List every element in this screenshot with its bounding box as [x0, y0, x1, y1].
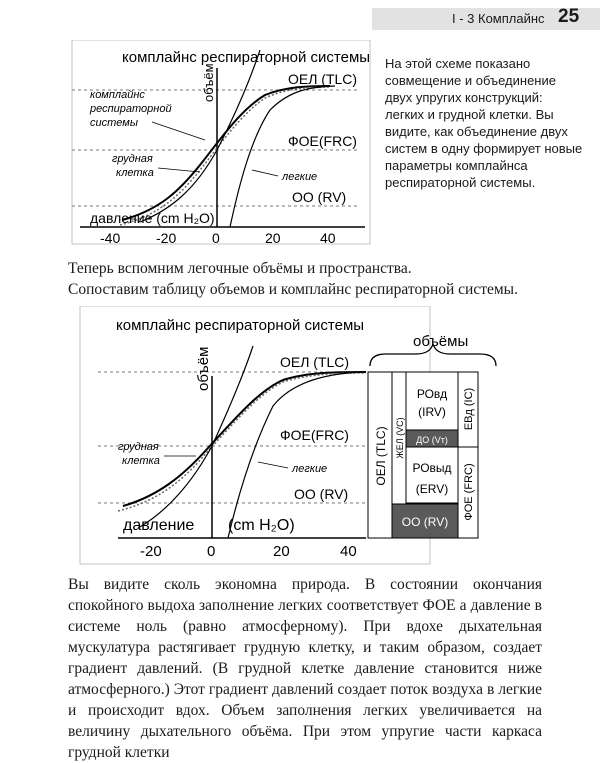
erv-label-1: РОвыд [412, 461, 451, 475]
erv-cell [405, 446, 459, 504]
rv-label-2: ОО (RV) [294, 486, 348, 502]
compliance-chart-small: комплайнс респираторной системы объём ОЕ… [71, 40, 371, 246]
chest-curve-label-1: грудная [112, 153, 153, 165]
system-curve-dotted [119, 86, 331, 226]
chest-wall-curve [139, 49, 261, 223]
figure2-x-label-a: давление [123, 517, 194, 534]
system-curve-dotted-2 [117, 372, 367, 512]
volumes-title: объёмы [413, 333, 468, 350]
volumes-table: ОЕЛ (TLC) ЖЕЛ (VC) РОвд (IRV) ДО (Vт) РО… [367, 371, 479, 539]
irv-cell [405, 371, 459, 431]
tlc-column [367, 371, 393, 539]
frc-label-2: ФОЕ(FRC) [280, 427, 349, 443]
ic-cell-label: ЕВд (IC) [463, 388, 475, 430]
lung-curve [229, 85, 336, 228]
lung-pointer-line [251, 169, 279, 177]
figure-caption: На этой схеме показано совмещение и объе… [385, 56, 583, 190]
system-curve-label-2: респираторной [89, 103, 172, 115]
vc-cell-label: ЖЕЛ (VC) [395, 417, 405, 458]
tick-minus40: -40 [100, 230, 120, 246]
irv-label-1: РОвд [417, 387, 447, 401]
lung-curve-2 [227, 371, 367, 539]
tlc-label: ОЕЛ (TLC) [288, 71, 357, 87]
tick2-0: 0 [207, 543, 215, 560]
figure2-y-label: объём [195, 347, 212, 391]
figure1-x-label: давление (cm H₂O) [90, 210, 215, 226]
rv-label: ОО (RV) [292, 189, 346, 205]
lung-curve-label-2: легкие [291, 463, 327, 475]
frc-cell-label: ФОЕ (FRC) [463, 463, 475, 520]
intro-line-2: Сопоставим таблицу объемов и комплайнс р… [68, 281, 518, 298]
section-title: I - 3 Комплайнс [452, 11, 545, 26]
system-curve-label-1: комплайнс [90, 89, 145, 101]
chest-wall-curve-2 [137, 345, 254, 529]
body-paragraph: Вы видите сколь экономна природа. В сост… [68, 576, 542, 761]
irv-label-2: (IRV) [418, 405, 446, 419]
tick2-minus20: -20 [140, 543, 162, 560]
header-bar [372, 8, 600, 30]
system-curve-label-3: системы [90, 117, 138, 129]
vt-label: ДО (Vт) [416, 435, 448, 445]
lung-curve-label: легкие [281, 171, 317, 183]
intro-paragraph: Теперь вспомним легочные объёмы и простр… [68, 258, 578, 300]
chest-pointer-line [157, 167, 201, 173]
chest-curve-label-2a: грудная [118, 441, 159, 453]
tick-minus20: -20 [156, 230, 176, 246]
system-pointer-line [151, 121, 206, 141]
frc-column [457, 446, 479, 539]
compliance-volumes-chart: комплайнс респираторной системы объём ОЕ… [79, 306, 497, 565]
tlc-label-2: ОЕЛ (TLC) [280, 354, 349, 370]
figure1-title: комплайнс респираторной системы [122, 49, 370, 66]
frc-label: ФОЕ(FRC) [288, 133, 357, 149]
page-number: 25 [558, 6, 580, 27]
figure2-title: комплайнс респираторной системы [116, 317, 364, 334]
erv-label-2: (ERV) [416, 482, 448, 496]
tick-20: 20 [265, 230, 281, 246]
rv-cell-label: ОО (RV) [402, 515, 448, 529]
tick-0: 0 [212, 230, 220, 246]
tlc-cell-label: ОЕЛ (TLC) [374, 426, 388, 485]
figure-frame [71, 40, 371, 245]
volumes-brace [369, 341, 497, 367]
tick2-40: 40 [340, 543, 357, 560]
chest-curve-label-2b: клетка [122, 455, 160, 467]
figure2-x-label-b: (cm H₂O) [228, 517, 295, 534]
chest-curve-label-2: клетка [116, 167, 154, 179]
figure1-y-label: объём [201, 63, 216, 102]
tick2-20: 20 [273, 543, 290, 560]
lung-pointer-line-2 [257, 461, 289, 469]
intro-line-1: Теперь вспомним легочные объёмы и простр… [68, 260, 412, 277]
tick-40: 40 [320, 230, 336, 246]
system-curve-2 [122, 371, 367, 507]
